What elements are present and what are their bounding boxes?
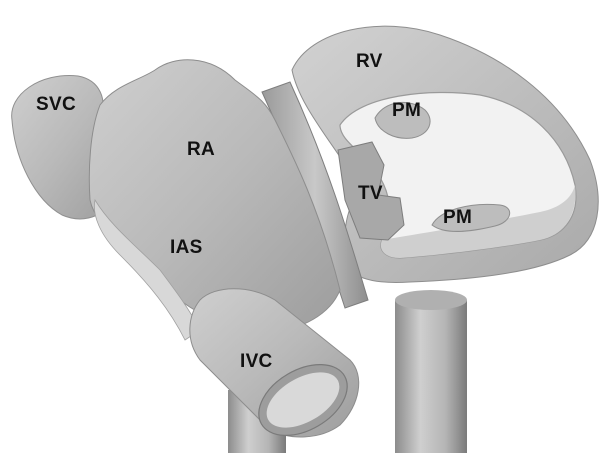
label-pm-lower: PM	[443, 208, 472, 227]
support-cylinder-right	[395, 290, 467, 453]
label-ivc: IVC	[240, 352, 273, 371]
label-svc: SVC	[36, 95, 76, 114]
ivc-vessel	[190, 289, 360, 450]
label-tv: TV	[358, 184, 383, 203]
label-ra: RA	[187, 140, 215, 159]
label-rv: RV	[356, 52, 383, 71]
label-ias: IAS	[170, 238, 203, 257]
label-pm-upper: PM	[392, 101, 421, 120]
